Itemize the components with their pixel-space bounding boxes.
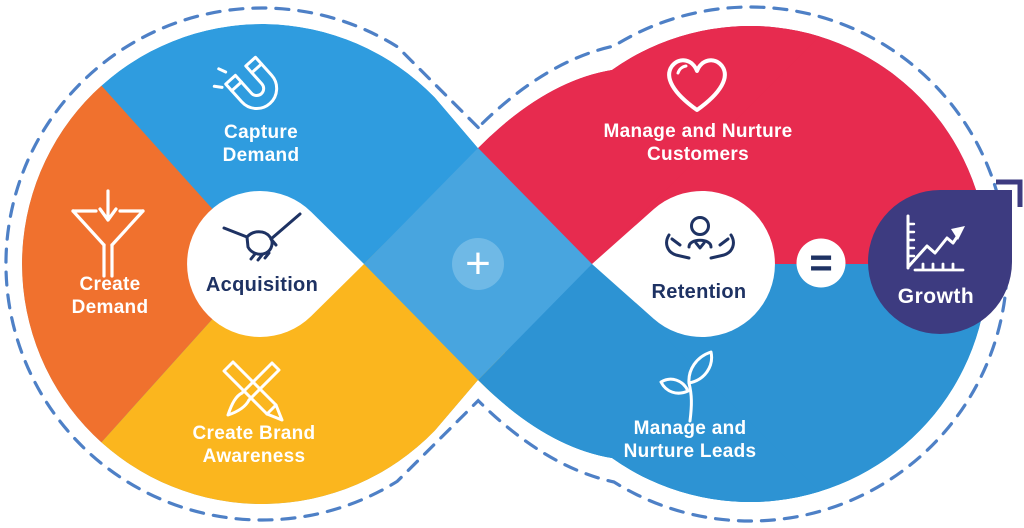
dashed-infinity-outline — [4, 5, 1009, 523]
create-brand-label-line1: Create Brand — [193, 423, 316, 444]
manage-customers-label-line2: Customers — [647, 144, 749, 165]
retention-label: Retention — [652, 281, 747, 303]
growth-label: Growth — [898, 285, 975, 308]
person-care-icon — [665, 216, 735, 260]
growth-chart-icon — [906, 214, 965, 272]
seedling-icon — [659, 350, 714, 423]
capture-demand-label-line2: Demand — [223, 145, 300, 166]
pencil-brush-icon — [222, 360, 284, 422]
create-demand-label-line2: Demand — [72, 297, 149, 318]
capture-demand-label-line1: Capture — [224, 122, 298, 143]
plus-badge — [452, 238, 504, 290]
equals-operator: = — [809, 241, 832, 285]
blue-band-crossing — [478, 264, 842, 505]
create-demand-label-line1: Create — [80, 274, 141, 295]
create-brand-label-line2: Awareness — [203, 446, 306, 467]
manage-leads-label-line2: Nurture Leads — [624, 441, 757, 462]
magnet-icon — [212, 55, 279, 110]
plus-operator: + — [465, 239, 491, 288]
manage-customers-label-line1: Manage and Nurture — [603, 121, 792, 142]
acquisition-label: Acquisition — [206, 274, 318, 296]
red-band-crossing — [478, 24, 842, 264]
growth-badge — [868, 190, 1012, 334]
growth-corner-bracket-icon — [996, 179, 1023, 207]
equals-badge — [796, 238, 846, 288]
retention-hub-hole — [592, 191, 775, 337]
funnel-arrow-icon — [71, 189, 145, 278]
acquisition-hub-hole — [187, 191, 364, 337]
handshake-icon — [222, 212, 302, 262]
create-brand-yellow-segment — [22, 207, 551, 505]
heart-icon — [667, 58, 727, 112]
manage-leads-label-line1: Manage and — [634, 418, 747, 439]
